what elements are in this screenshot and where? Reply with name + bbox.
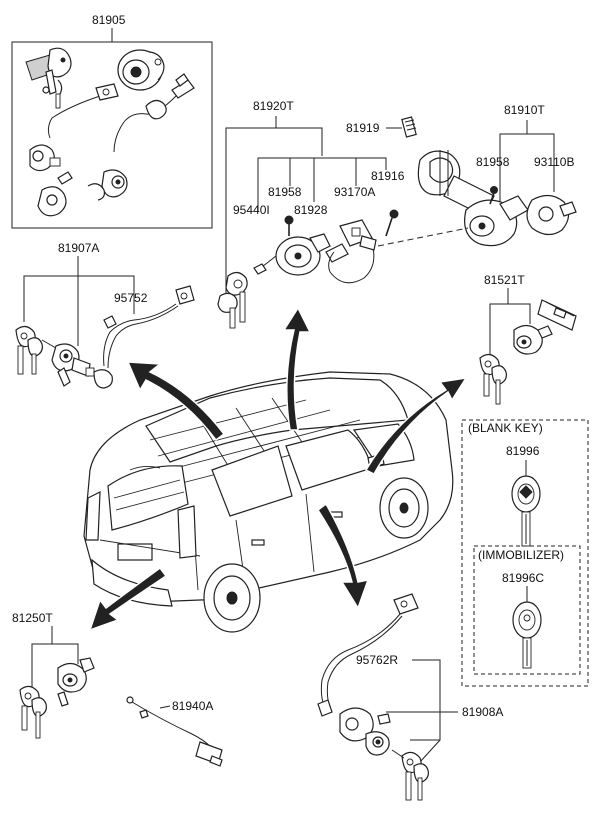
key-81907A[interactable] bbox=[15, 325, 57, 375]
key-81250T[interactable] bbox=[19, 685, 47, 739]
arrow-to-81250T bbox=[88, 566, 168, 632]
group-81940A: 81940A bbox=[126, 696, 223, 767]
dashed-connection bbox=[377, 227, 469, 247]
label-blank-key[interactable]: (BLANK KEY) bbox=[468, 421, 543, 435]
label-81916[interactable]: 81916 bbox=[371, 169, 405, 183]
group-81907A: 81907A 95752 bbox=[15, 241, 195, 389]
group-81521T: 81521T bbox=[479, 273, 577, 405]
label-81940A[interactable]: 81940A bbox=[172, 699, 213, 713]
arrow-to-81521T bbox=[364, 377, 468, 475]
key-lock-81905[interactable] bbox=[25, 47, 72, 109]
key-81521T[interactable] bbox=[479, 353, 507, 405]
label-immobilizer[interactable]: (IMMOBILIZER) bbox=[478, 548, 564, 562]
label-81920T[interactable]: 81920T bbox=[253, 99, 294, 113]
arrow-to-81907A bbox=[126, 361, 226, 442]
group-81920T: 81920T 81958 93170A 81916 95440I 81928 bbox=[217, 99, 405, 329]
vehicle-illustration bbox=[83, 371, 454, 633]
label-81928[interactable]: 81928 bbox=[294, 203, 328, 217]
blank-key-81996[interactable] bbox=[511, 475, 541, 547]
label-93110B[interactable]: 93110B bbox=[534, 155, 574, 169]
callout-arrows bbox=[88, 306, 468, 632]
group-81250T: 81250T bbox=[12, 611, 95, 739]
label-81250T[interactable]: 81250T bbox=[12, 611, 53, 625]
pin-81919[interactable] bbox=[401, 116, 417, 138]
frame-keys bbox=[461, 419, 589, 687]
label-81919[interactable]: 81919 bbox=[346, 121, 380, 135]
steering-lock-housing[interactable] bbox=[417, 150, 529, 247]
bracket-81521T[interactable] bbox=[537, 299, 577, 331]
group-81908A: 95762R 81908A bbox=[317, 593, 503, 801]
screw-81958-b[interactable] bbox=[489, 186, 498, 205]
group-81905: 81905 bbox=[11, 13, 213, 229]
immobilizer-coil[interactable] bbox=[253, 233, 331, 276]
label-81905[interactable]: 81905 bbox=[92, 13, 126, 27]
label-95752[interactable]: 95752 bbox=[114, 291, 148, 305]
cable-95762R[interactable] bbox=[317, 593, 419, 717]
screw-81916[interactable] bbox=[385, 209, 399, 237]
cable-right-81905[interactable] bbox=[87, 73, 195, 201]
label-95762R[interactable]: 95762R bbox=[356, 653, 398, 667]
immobilizer-key-81996C[interactable] bbox=[512, 601, 542, 669]
frame-immobilizer bbox=[473, 545, 581, 675]
trunk-cylinder-81521T[interactable] bbox=[513, 324, 553, 355]
key-81908A[interactable] bbox=[391, 749, 429, 801]
label-81910T[interactable]: 81910T bbox=[504, 103, 545, 117]
latch-81905[interactable] bbox=[37, 171, 73, 217]
door-lock-81908A[interactable] bbox=[339, 707, 391, 756]
screw-81958-a[interactable] bbox=[284, 215, 294, 236]
label-81958-b[interactable]: 81958 bbox=[476, 155, 510, 169]
door-cylinder-81907A[interactable] bbox=[51, 343, 95, 387]
key-81920T[interactable] bbox=[217, 271, 248, 329]
cable-95752[interactable] bbox=[93, 285, 195, 389]
label-81907A[interactable]: 81907A bbox=[58, 241, 99, 255]
module-93110B[interactable] bbox=[526, 194, 577, 236]
label-81996[interactable]: 81996 bbox=[506, 444, 540, 458]
cylinder-81905[interactable] bbox=[117, 49, 165, 91]
label-81521T[interactable]: 81521T bbox=[484, 273, 525, 287]
label-95440I[interactable]: 95440I bbox=[233, 203, 270, 217]
label-81908A[interactable]: 81908A bbox=[462, 705, 503, 719]
label-93170A[interactable]: 93170A bbox=[334, 185, 375, 199]
keys-panel: (BLANK KEY) 81996 (IMMOBILIZER) 81996C bbox=[461, 419, 589, 687]
cable-81940A[interactable] bbox=[126, 696, 223, 767]
label-81996C[interactable]: 81996C bbox=[502, 571, 544, 585]
cable-left-81905[interactable] bbox=[29, 83, 119, 172]
arrow-to-81908A bbox=[316, 502, 370, 610]
arrow-to-81920T bbox=[282, 306, 312, 431]
group-81910T: 81910T 81919 81958 93110B bbox=[346, 103, 577, 247]
frame-81905 bbox=[11, 41, 213, 229]
connector-93170A[interactable] bbox=[325, 219, 377, 284]
label-81958-a[interactable]: 81958 bbox=[268, 185, 302, 199]
tailgate-cylinder-81250T[interactable] bbox=[57, 657, 95, 707]
